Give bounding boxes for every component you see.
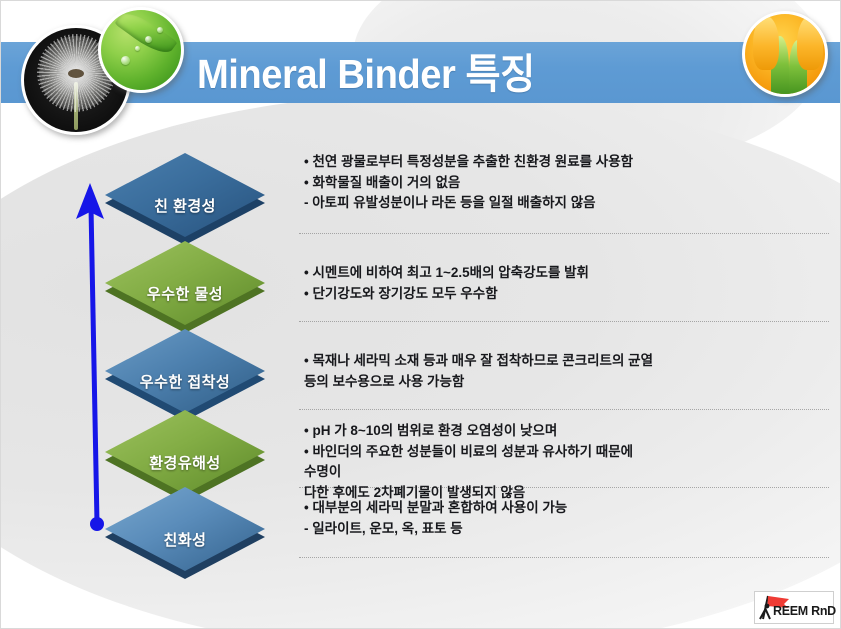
dew-drop-icon <box>145 36 152 43</box>
dew-drop-icon <box>135 46 140 51</box>
row-separator <box>299 321 829 322</box>
stage-bullets-3: • 목재나 세라믹 소재 등과 매우 잘 접착하므로 콘크리트의 균열 등의 보… <box>304 353 653 389</box>
stage-bullets-1: • 천연 광물로부터 특정성분을 추출한 친환경 원료를 사용함 • 화학물질 … <box>304 154 634 211</box>
stage-bullets-5: • 대부분의 세라믹 분말과 혼합하여 사용이 가능 - 일라이트, 운모, 옥… <box>304 500 568 536</box>
green-leaf-dew-photo <box>98 7 184 93</box>
dandelion-core-icon <box>68 68 84 78</box>
row-separator <box>299 409 829 410</box>
stage-plate-2[interactable]: 우수한 물성 <box>101 237 269 349</box>
reem-rnd-flag-icon <box>759 595 789 620</box>
dew-drop-icon <box>121 56 130 65</box>
stage-plate-1[interactable]: 친 환경성 <box>101 149 269 261</box>
leaf-blade-icon <box>114 10 178 61</box>
stage-plate-5[interactable]: 친화성 <box>101 483 269 595</box>
row-separator <box>299 487 829 488</box>
tulip-petal-icon <box>753 16 779 70</box>
dew-drop-icon <box>157 27 163 33</box>
row-separator <box>299 557 829 558</box>
page-title: Mineral Binder 특징 <box>197 51 535 97</box>
tulip-petal-icon <box>797 16 823 70</box>
row-separator <box>299 233 829 234</box>
stage-bullets-2: • 시멘트에 비하여 최고 1~2.5배의 압축강도를 발휘 • 단기강도와 장… <box>304 265 589 301</box>
stage-bullets-4: • pH 가 8~10의 범위로 환경 오염성이 낮으며 • 바인더의 주요한 … <box>304 423 634 500</box>
company-logo[interactable]: REEM RnD <box>754 591 836 624</box>
upward-blue-arrow <box>76 183 104 531</box>
orange-tulip-photo <box>742 11 828 97</box>
logo-text: REEM RnD <box>773 604 836 618</box>
